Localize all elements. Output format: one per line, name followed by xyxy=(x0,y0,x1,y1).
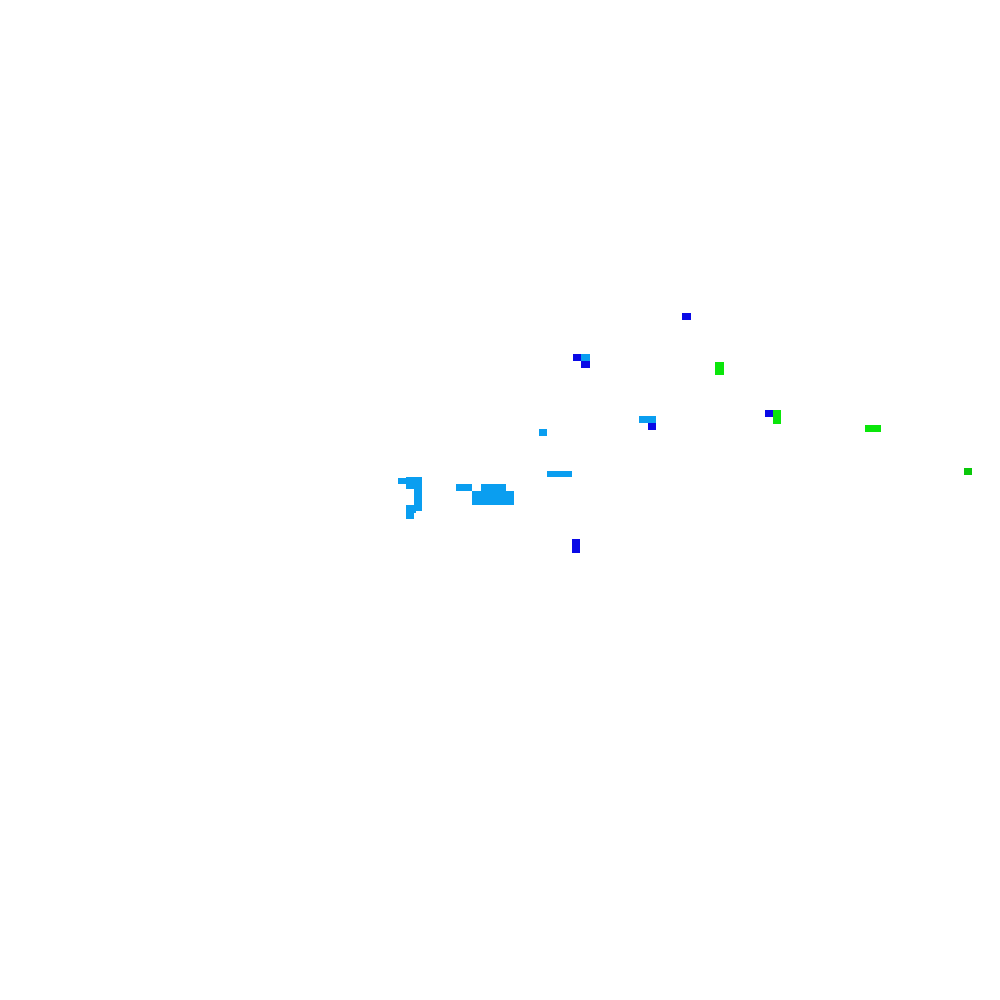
light-blue-pixel xyxy=(456,484,472,491)
dark-blue-pixel xyxy=(572,539,580,553)
dark-blue-pixel xyxy=(682,313,691,320)
light-blue-pixel xyxy=(414,489,422,511)
dark-green-pixel xyxy=(964,468,972,475)
light-blue-pixel xyxy=(398,478,406,484)
dark-blue-pixel xyxy=(581,361,590,368)
light-blue-pixel xyxy=(639,416,656,423)
light-blue-pixel xyxy=(472,491,514,505)
dark-blue-pixel xyxy=(573,354,581,361)
light-blue-pixel xyxy=(481,484,506,492)
light-blue-pixel xyxy=(406,477,422,489)
green-pixel xyxy=(865,425,881,432)
green-pixel xyxy=(715,362,724,375)
light-blue-pixel xyxy=(406,505,416,513)
light-blue-pixel xyxy=(539,429,547,436)
light-blue-pixel xyxy=(547,471,572,477)
dark-blue-pixel xyxy=(765,410,773,417)
light-blue-pixel xyxy=(581,354,590,361)
dark-blue-pixel xyxy=(648,423,656,430)
light-blue-pixel xyxy=(406,513,414,519)
green-pixel xyxy=(773,410,781,424)
